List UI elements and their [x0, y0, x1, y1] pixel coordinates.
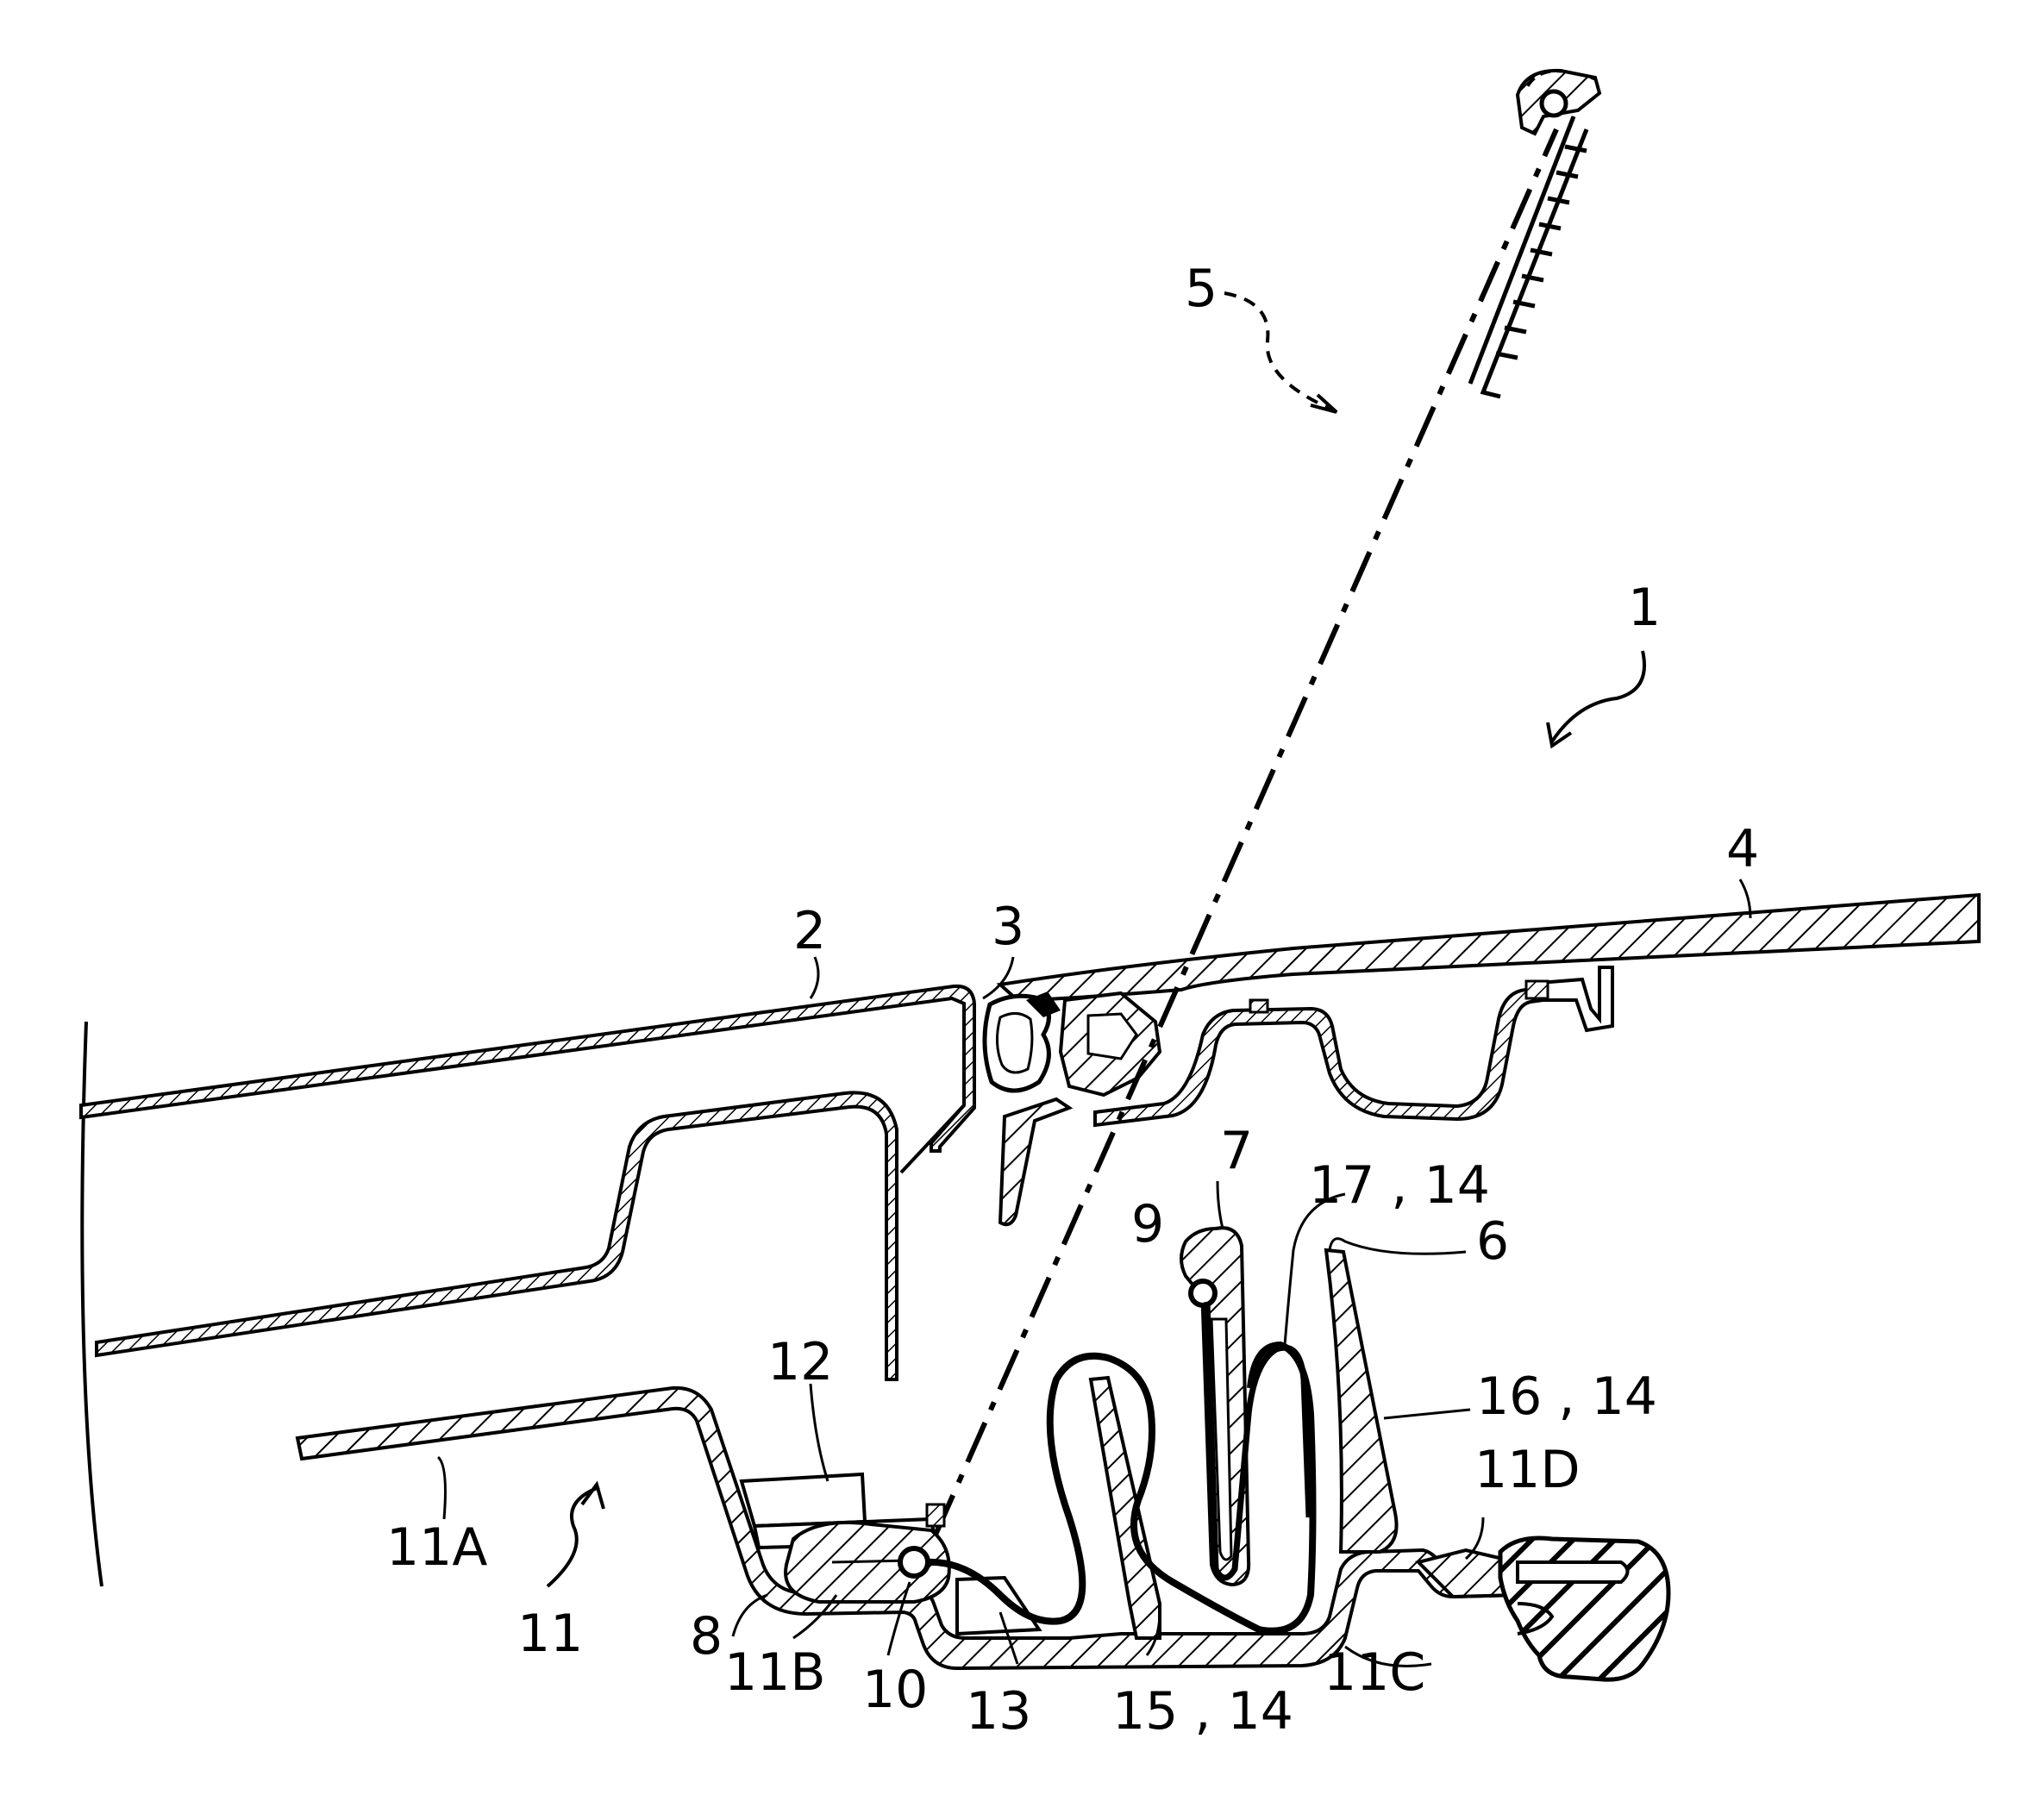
label-11c: 11C: [1324, 1642, 1425, 1703]
panel-4: [1000, 895, 1979, 1000]
label-5-arrow: [1224, 293, 1332, 410]
label-11a: 11A: [386, 1517, 487, 1578]
hood-inner-hook: [1539, 967, 1612, 1030]
open-position-teeth: [1470, 116, 1587, 397]
label-12: 12: [767, 1332, 833, 1392]
label-5-arrowhead: [1311, 395, 1337, 412]
top-pivot-icon: [1542, 91, 1566, 116]
label-17-14: 17 , 14: [1309, 1155, 1490, 1216]
hood-inner-tab: [1250, 1000, 1268, 1012]
label-15-14: 15 , 14: [1112, 1681, 1293, 1742]
pivot-9-icon: [1191, 1281, 1215, 1305]
trajectory-line: [936, 129, 1556, 1535]
block-13: [957, 1578, 1039, 1634]
label-16-14: 16 , 14: [1476, 1367, 1657, 1427]
label-11-arrow: [548, 1487, 599, 1586]
component-12-tab: [927, 1504, 944, 1526]
label-7: 7: [1220, 1121, 1253, 1181]
label-9: 9: [1131, 1194, 1164, 1254]
rib-16: [1326, 1250, 1397, 1552]
label-1-arrow: [1552, 651, 1644, 741]
label-4: 4: [1726, 819, 1759, 879]
label-8: 8: [690, 1606, 723, 1667]
label-1: 1: [1628, 578, 1661, 638]
label-11b: 11B: [724, 1642, 826, 1703]
connector-stay: [901, 1105, 964, 1173]
label-6: 6: [1476, 1211, 1509, 1272]
pivot-10-icon: [900, 1548, 928, 1576]
component-12: [742, 1474, 865, 1526]
hood-inner-small-block: [1526, 981, 1548, 998]
label-11d: 11D: [1474, 1440, 1581, 1500]
label-2: 2: [793, 901, 826, 961]
label-3: 3: [992, 897, 1024, 957]
label-11: 11: [517, 1604, 583, 1664]
lower-lip-hook: [1000, 1099, 1069, 1224]
label-5: 5: [1185, 259, 1218, 319]
label-11-arrowhead: [582, 1485, 604, 1509]
label-13: 13: [966, 1681, 1031, 1742]
weatherstrip-slot: [1518, 1562, 1628, 1582]
label-10: 10: [862, 1660, 928, 1720]
panel-2: [81, 986, 974, 1151]
weatherstrip-trim: [1500, 1538, 1668, 1679]
